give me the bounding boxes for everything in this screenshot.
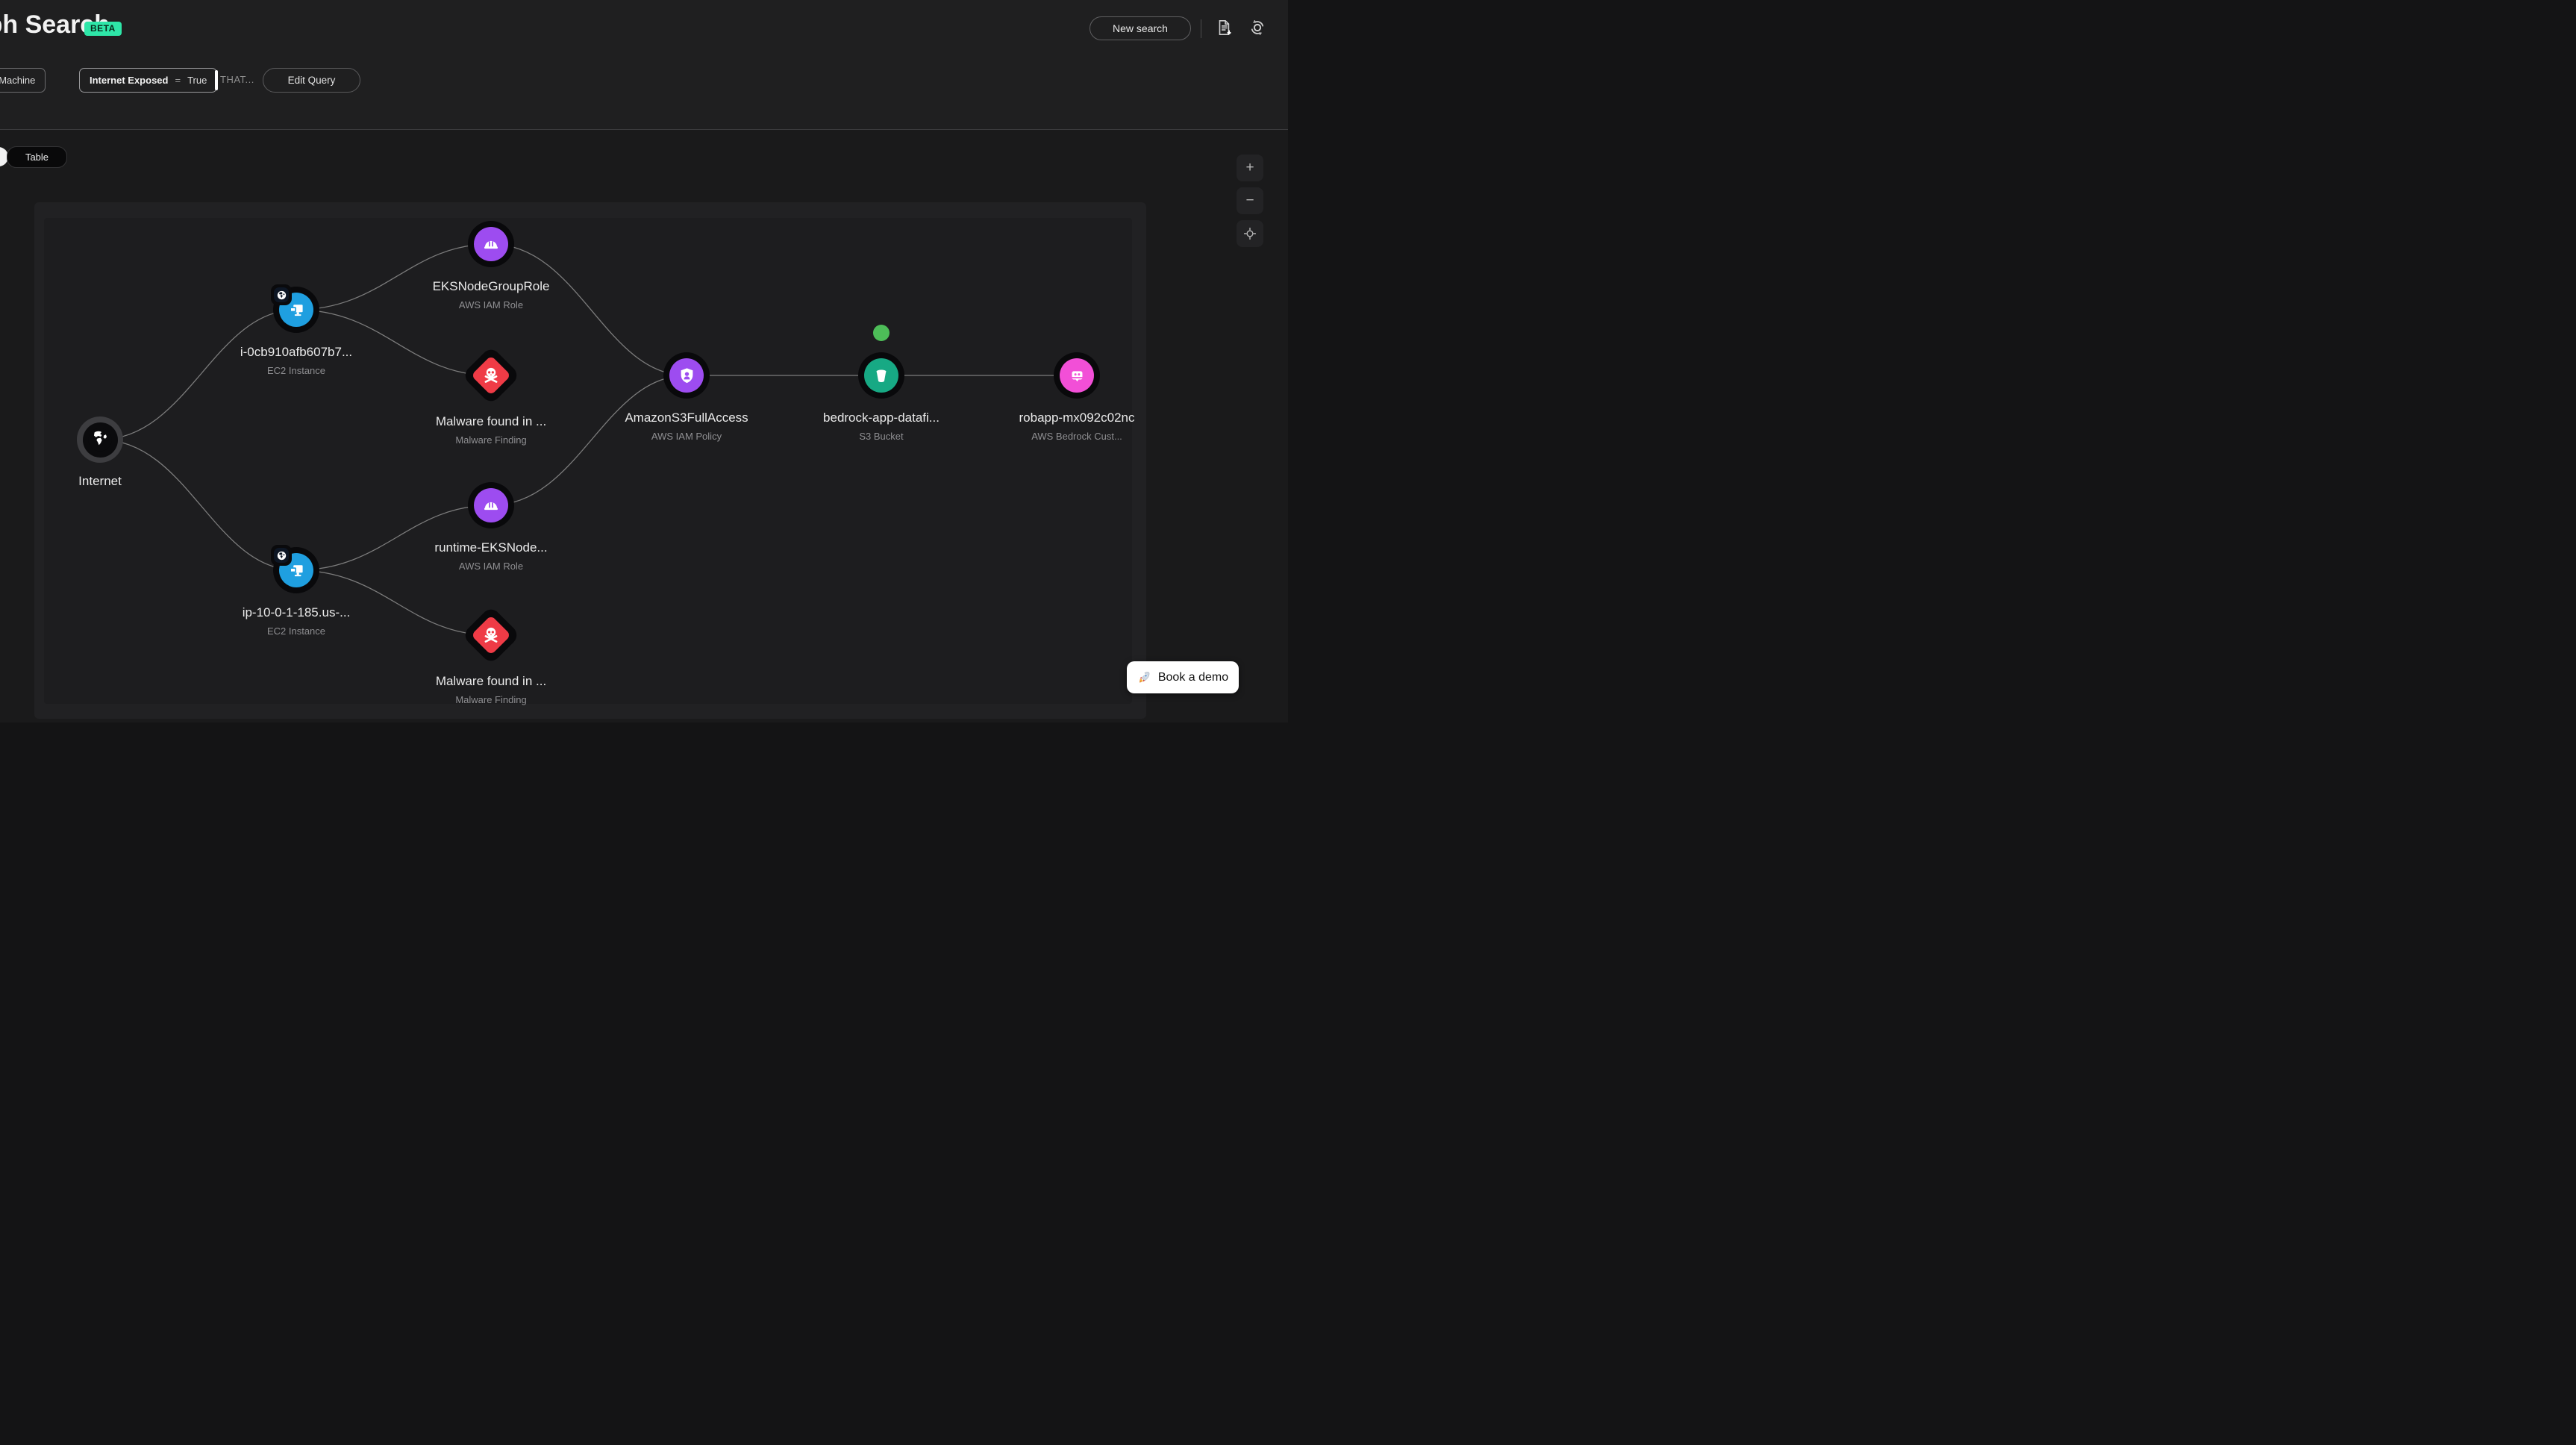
graph-node-iam-role-1[interactable] (468, 221, 514, 267)
app-screen: Graph Search BETA New search Virtual Mac… (0, 0, 1288, 722)
beta-badge: BETA (84, 22, 122, 36)
edit-query-button[interactable]: Edit Query (263, 68, 360, 93)
query-chip-internet-exposed[interactable]: Internet Exposed = True (79, 68, 219, 93)
table-view-toggle[interactable]: Table (7, 146, 67, 168)
globe-badge-icon (277, 290, 287, 300)
internet-exposed-badge (274, 548, 289, 563)
status-dot-green (873, 325, 890, 341)
book-demo-label: Book a demo (1157, 670, 1229, 684)
book-demo-button[interactable]: Book a demo (1127, 661, 1239, 693)
graph-view-toggle[interactable] (0, 147, 8, 166)
rocket-icon (1137, 670, 1151, 684)
bucket-icon (872, 366, 891, 385)
globe-badge-icon (277, 551, 287, 561)
query-that-text: THAT... (220, 74, 254, 85)
malware-icon (475, 360, 507, 391)
graph-canvas[interactable] (44, 218, 1132, 704)
graph-node-ec2-1[interactable] (271, 284, 319, 333)
internet-exposed-badge (274, 287, 289, 302)
graph-node-s3-bucket[interactable] (858, 352, 904, 399)
graph-node-internet[interactable] (77, 416, 123, 463)
refresh-icon[interactable] (1246, 16, 1269, 39)
edit-caret (215, 70, 219, 90)
chip-field: Internet Exposed (90, 75, 169, 86)
graph-node-iam-policy[interactable] (663, 352, 710, 399)
export-report-icon[interactable] (1213, 16, 1236, 39)
zoom-out-button[interactable]: − (1237, 187, 1263, 214)
header: Graph Search BETA New search Virtual Mac… (0, 0, 1288, 130)
zoom-fit-button[interactable] (1237, 220, 1263, 247)
policy-icon (677, 366, 697, 386)
malware-icon (475, 619, 507, 651)
bedrock-icon (1067, 366, 1087, 386)
zoom-in-button[interactable]: + (1237, 155, 1263, 181)
new-search-button[interactable]: New search (1090, 16, 1191, 40)
graph-node-ec2-2[interactable] (271, 545, 319, 593)
chip-value: True (187, 75, 207, 86)
graph-node-bedrock-model[interactable] (1054, 352, 1100, 399)
chip-operator: = (175, 75, 181, 86)
query-chip-virtual-machine[interactable]: Virtual Machine (0, 68, 46, 93)
role-icon (481, 496, 501, 515)
globe-icon (87, 427, 113, 452)
role-icon (481, 234, 501, 254)
chip-label: Virtual Machine (0, 75, 36, 86)
graph-node-iam-role-2[interactable] (468, 482, 514, 528)
